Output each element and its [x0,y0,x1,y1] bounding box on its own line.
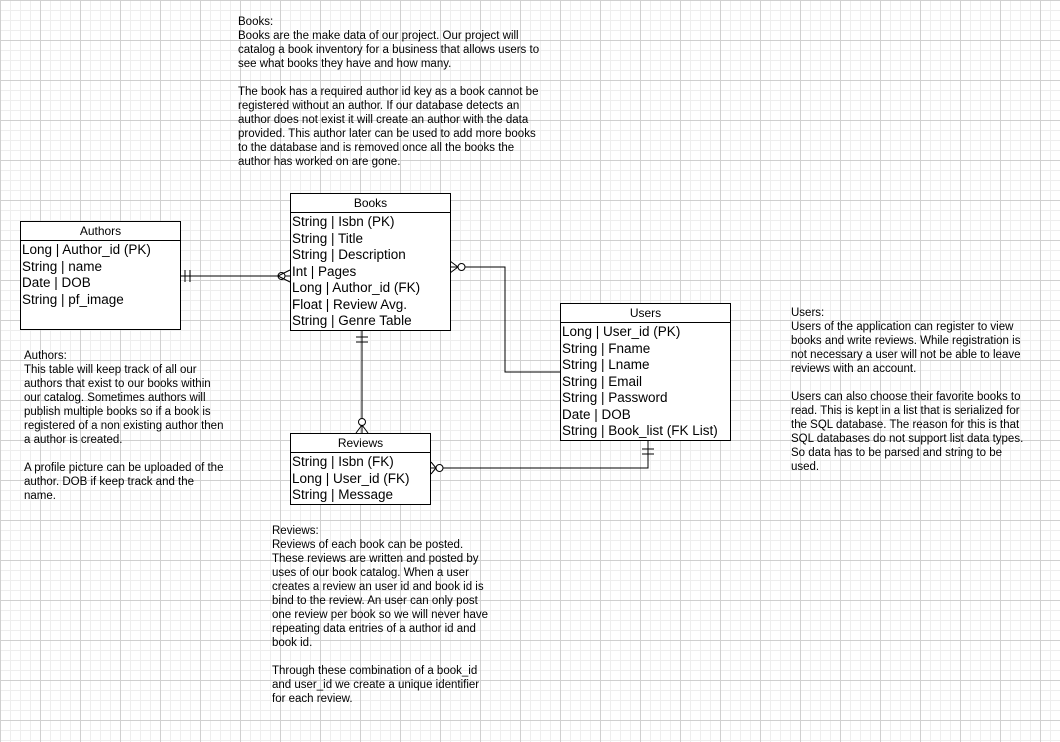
entity-field: Long | Author_id (FK) [292,280,421,295]
entity-reviews[interactable]: Reviews String | Isbn (FK) Long | User_i… [290,433,431,505]
entity-field: String | pf_image [22,291,124,307]
entity-field: Date | DOB [562,406,631,422]
entity-field: Long | User_id (FK) [292,470,410,486]
entity-field: Long | User_id (PK) [562,324,681,339]
entity-field: String | Isbn (FK) [292,454,394,469]
connector-books-users [449,260,561,373]
books-note: Books: Books are the make data of our pr… [238,16,540,168]
connector-authors-books [181,269,291,283]
reviews-note: Reviews: Reviews of each book can be pos… [272,525,489,705]
entity-field: String | Title [292,230,364,246]
entity-field: Long | Author_id (PK) [22,242,151,257]
connector-users-reviews [430,441,654,475]
entity-field: Date | DOB [22,275,91,290]
entity-field: String | Password [562,390,668,405]
entity-field: String | Email [562,373,643,389]
entity-authors[interactable]: Authors Long | Author_id (PK) String | n… [20,221,181,330]
entity-fields: String | Isbn (PK) String | Title String… [291,213,450,330]
entity-fields: String | Isbn (FK) Long | User_id (FK) S… [291,453,430,504]
entity-fields: Long | User_id (PK) String | Fname Strin… [561,323,730,440]
users-note: Users: Users of the application can regi… [791,307,1024,473]
entity-field: String | name [22,258,103,274]
entity-users[interactable]: Users Long | User_id (PK) String | Fname… [560,303,731,441]
entity-title: Books [291,194,450,213]
entity-field: Float | Review Avg. [292,296,408,312]
entity-field: String | Description [292,247,406,262]
entity-books[interactable]: Books String | Isbn (PK) String | Title … [290,193,451,331]
entity-title: Users [561,304,730,323]
entity-field: String | Book_list (FK List) [562,423,718,438]
connector-books-reviews [355,331,369,434]
entity-title: Reviews [291,434,430,453]
entity-title: Authors [21,222,180,241]
entity-field: String | Genre Table [292,313,412,328]
authors-note: Authors: This table will keep track of a… [24,350,224,502]
entity-field: String | Message [292,487,394,502]
entity-field: String | Fname [562,340,651,356]
entity-field: Int | Pages [292,263,357,279]
entity-fields: Long | Author_id (PK) String | name Date… [21,241,180,308]
entity-field: String | Lname [562,357,650,372]
entity-field: String | Isbn (PK) [292,214,395,229]
